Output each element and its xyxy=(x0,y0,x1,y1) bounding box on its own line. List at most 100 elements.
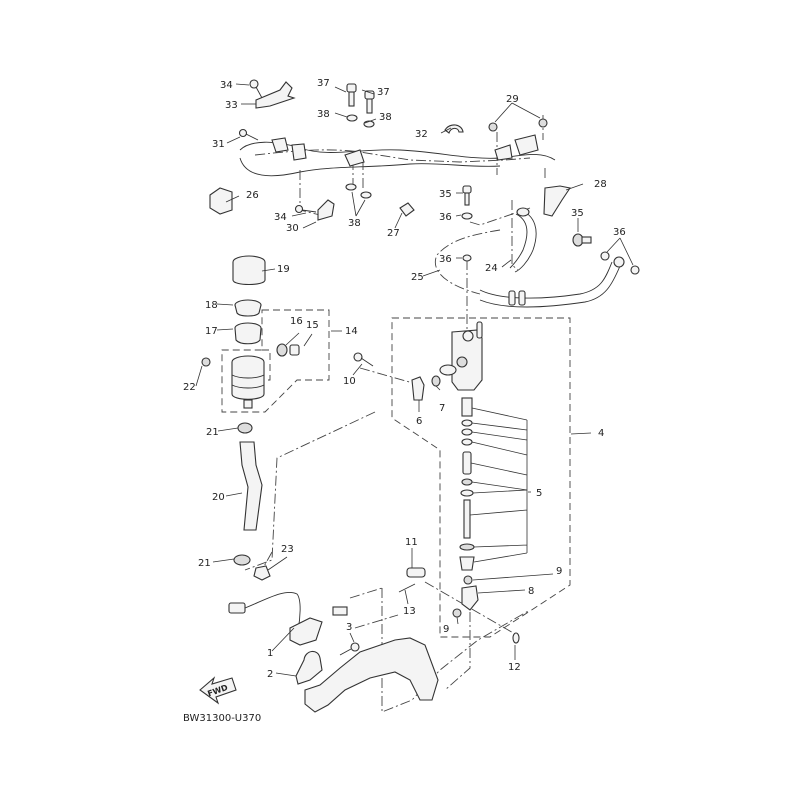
callout-24: 24 xyxy=(485,263,498,274)
clevis-8 xyxy=(461,585,479,611)
circlip xyxy=(459,543,475,551)
union-bolt-35-b xyxy=(572,233,592,247)
callout-21-upper: 21 xyxy=(206,427,219,438)
screw-axis-line xyxy=(354,614,399,629)
callout-25: 25 xyxy=(411,272,424,283)
clip-27 xyxy=(399,202,415,217)
callout-2: 2 xyxy=(267,669,273,680)
lower-left-line xyxy=(261,551,273,571)
harness-clamp xyxy=(514,134,539,156)
o-ring-7 xyxy=(431,375,441,387)
brake-hose-upper-2 xyxy=(239,157,501,177)
callout-15: 15 xyxy=(306,320,319,331)
fwd-arrow-icon: FWD xyxy=(199,676,237,705)
diaphragm-18 xyxy=(234,299,262,317)
callout-37-a: 37 xyxy=(317,78,330,89)
callout-36-b: 36 xyxy=(613,227,626,238)
callout-19: 19 xyxy=(277,264,290,275)
callout-34-upper: 34 xyxy=(220,80,233,91)
callout-31: 31 xyxy=(212,139,225,150)
callout-14: 14 xyxy=(345,326,358,337)
brake-pedal xyxy=(304,637,439,713)
hose-bracket-28 xyxy=(543,185,571,217)
callout-8: 8 xyxy=(528,586,534,597)
nut-29-b xyxy=(538,118,548,128)
harness-line-2 xyxy=(299,170,321,216)
reservoir-to-cylinder-line xyxy=(244,411,376,571)
callout-20: 20 xyxy=(212,492,225,503)
callout-33: 33 xyxy=(225,100,238,111)
hose-24-axis xyxy=(511,200,519,271)
master-cylinder-boundary xyxy=(391,317,571,638)
hose-clamp-21-lower xyxy=(233,554,251,566)
callout-22: 22 xyxy=(183,382,196,393)
callout-38-a: 38 xyxy=(317,109,330,120)
harness-clamp xyxy=(271,137,289,153)
banjo-fitting-24 xyxy=(516,207,530,217)
callout-38-c: 38 xyxy=(348,218,361,229)
seal xyxy=(461,428,473,436)
washer-38-c xyxy=(345,183,357,191)
callout-32: 32 xyxy=(415,129,428,140)
bolt-34-upper xyxy=(249,79,263,99)
switch-spring-line xyxy=(349,587,383,599)
callout-16: 16 xyxy=(290,316,303,327)
reservoir-cap-19 xyxy=(232,255,266,286)
callout-6: 6 xyxy=(416,416,422,427)
clevis-pin-11 xyxy=(406,567,426,578)
brake-hose-24-b xyxy=(509,213,528,269)
hose-25-route-2 xyxy=(469,207,531,226)
leader-lines xyxy=(195,83,634,677)
callout-13: 13 xyxy=(403,606,416,617)
bracket-screw-3 xyxy=(339,642,360,656)
screw-31 xyxy=(238,128,259,141)
hose-guide-26 xyxy=(209,187,233,215)
hose-clamp-21-upper xyxy=(237,422,253,434)
reservoir-hose-20 xyxy=(239,441,263,531)
gasket-36-b xyxy=(600,251,610,261)
bolt-37-b xyxy=(364,90,375,114)
hose-holder-23 xyxy=(253,565,271,581)
callout-23: 23 xyxy=(281,544,294,555)
harness-line xyxy=(254,149,531,163)
bolt-34-lower xyxy=(294,204,317,214)
hose-clip-32 xyxy=(444,124,464,134)
harness-clamp xyxy=(494,144,513,161)
cotter-pin-13 xyxy=(398,583,416,593)
switch-bracket-2 xyxy=(295,650,323,685)
reservoir-assy-boundary xyxy=(221,309,330,413)
pin-axis-line xyxy=(424,581,516,635)
brake-hose-24 xyxy=(514,209,537,273)
washer-38-a xyxy=(346,114,358,122)
union-bolt-35-a xyxy=(462,185,472,206)
callout-30: 30 xyxy=(286,223,299,234)
callout-9-upper: 9 xyxy=(556,566,562,577)
joint-screw-10 xyxy=(353,352,374,367)
callout-36-c: 36 xyxy=(439,254,452,265)
gasket-36-a xyxy=(461,212,473,220)
callout-5: 5 xyxy=(536,488,542,499)
nut-29-a xyxy=(488,122,498,132)
callout-28: 28 xyxy=(594,179,607,190)
callout-10: 10 xyxy=(343,376,356,387)
callout-9-lower: 9 xyxy=(443,624,449,635)
hose-sleeve xyxy=(508,290,516,306)
callout-36-a: 36 xyxy=(439,212,452,223)
hose-joint-6 xyxy=(411,376,425,401)
hose-nipple-15 xyxy=(289,344,300,356)
washer xyxy=(460,489,474,497)
reservoir-inner-boundary xyxy=(262,349,271,381)
washer-38-d xyxy=(360,191,372,199)
clevis-axis-line xyxy=(444,612,471,691)
grommet-16 xyxy=(276,343,288,357)
cup xyxy=(461,478,473,486)
callout-12: 12 xyxy=(508,662,521,673)
banjo-fitting xyxy=(613,256,625,268)
kit-5-leaders xyxy=(469,407,528,563)
piston xyxy=(462,451,472,475)
callout-35-a: 35 xyxy=(439,189,452,200)
gasket-36-d xyxy=(462,254,472,262)
callout-21-lower: 21 xyxy=(198,558,211,569)
seal xyxy=(461,419,473,427)
